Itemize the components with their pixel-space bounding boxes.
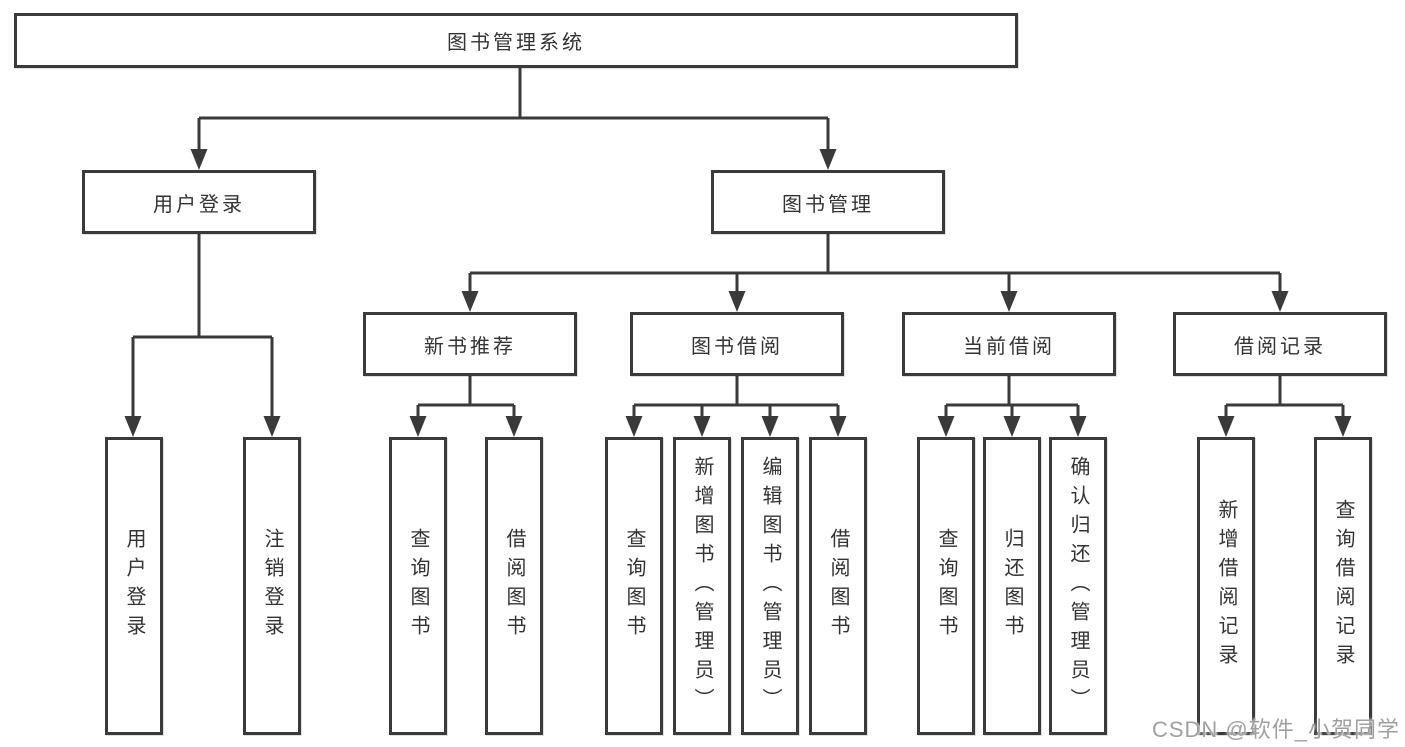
leaf-query-books-current: 查询图书 [917, 437, 975, 735]
node-current-borrow: 当前借阅 [902, 312, 1116, 376]
leaf-label: 注销登录 [261, 528, 283, 644]
node-user-login-branch: 用户登录 [82, 170, 316, 234]
leaf-label: 新增图书（管理员） [691, 455, 713, 717]
node-root-system: 图书管理系统 [14, 13, 1018, 68]
leaf-query-books-borrow: 查询图书 [605, 437, 663, 735]
leaf-query-books-recommend: 查询图书 [389, 437, 447, 735]
leaf-label: 确认归还（管理员） [1067, 455, 1089, 717]
node-book-management-branch: 图书管理 [711, 170, 945, 234]
leaf-query-borrow-record: 查询借阅记录 [1314, 437, 1372, 735]
leaf-borrow-books: 借阅图书 [809, 437, 867, 735]
leaf-label: 新增借阅记录 [1215, 499, 1237, 673]
node-book-borrow: 图书借阅 [630, 312, 844, 376]
leaf-label: 查询借阅记录 [1332, 499, 1354, 673]
leaf-edit-book-admin: 编辑图书（管理员） [741, 437, 799, 735]
leaf-label: 归还图书 [1001, 528, 1023, 644]
leaf-user-login: 用户登录 [105, 437, 163, 735]
arrowheads [124, 149, 1352, 437]
node-new-book-recommend: 新书推荐 [363, 312, 577, 376]
leaf-label: 借阅图书 [503, 528, 525, 644]
leaf-add-book-admin: 新增图书（管理员） [673, 437, 731, 735]
leaf-logout: 注销登录 [243, 437, 301, 735]
node-borrow-records: 借阅记录 [1173, 312, 1387, 376]
leaf-confirm-return-admin: 确认归还（管理员） [1049, 437, 1107, 735]
leaf-add-borrow-record: 新增借阅记录 [1197, 437, 1255, 735]
leaf-label: 查询图书 [407, 528, 429, 644]
leaf-label: 借阅图书 [827, 528, 849, 644]
leaf-label: 编辑图书（管理员） [759, 455, 781, 717]
leaf-label: 用户登录 [123, 528, 145, 644]
leaf-return-books: 归还图书 [983, 437, 1041, 735]
leaf-label: 查询图书 [623, 528, 645, 644]
leaf-borrow-books-recommend: 借阅图书 [485, 437, 543, 735]
leaf-label: 查询图书 [935, 528, 957, 644]
